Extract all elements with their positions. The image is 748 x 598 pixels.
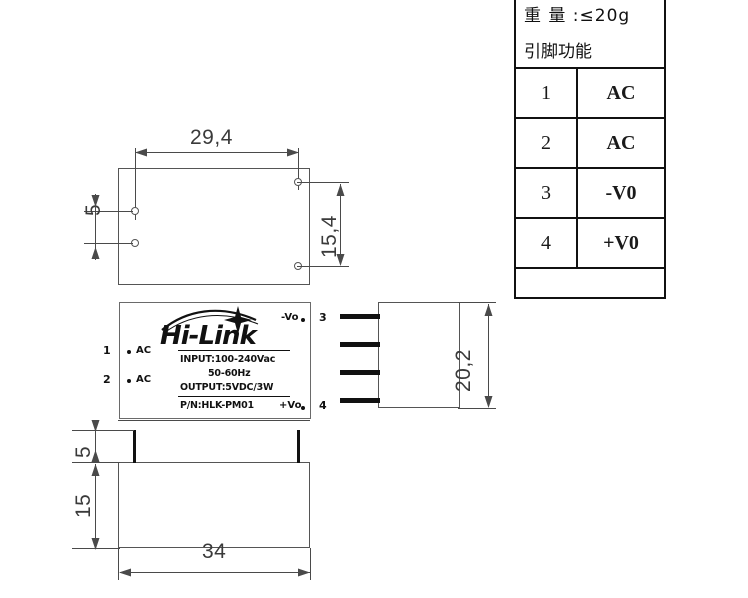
module-front-face xyxy=(119,302,311,419)
side-ext-line-top xyxy=(458,302,496,303)
front-pin-label-1: AC xyxy=(136,345,152,356)
ext-line-left-29-4 xyxy=(135,148,136,220)
table-row: 3 -V0 xyxy=(516,169,664,219)
bottom-view-pin-right xyxy=(297,430,300,463)
cell-pin-number: 1 xyxy=(516,69,578,117)
cell-pin-function: AC xyxy=(606,131,636,154)
weight-label: 重 量 :≤20g xyxy=(524,6,631,26)
bottom-view-body-outline xyxy=(118,462,310,548)
front-pin-label-4: +Vo xyxy=(279,400,302,411)
front-pin-dot-1 xyxy=(127,350,131,354)
dim-arrow-right-34 xyxy=(298,568,310,577)
side-view-pin-4 xyxy=(340,398,380,403)
pin-function-label: 引脚功能 xyxy=(524,42,592,62)
cell-pin-function: -V0 xyxy=(605,181,637,204)
front-pin-dot-2 xyxy=(127,379,131,383)
dim-arrow-top-5 xyxy=(91,195,100,207)
dim-ext-5-bottom xyxy=(72,462,120,463)
dim-height-15-4: 15,4 xyxy=(318,215,341,258)
side-ext-line-bottom xyxy=(458,408,496,409)
dim-line-15-4 xyxy=(340,184,341,264)
side-view-pin-2 xyxy=(340,342,380,347)
spec-frequency: 50-60Hz xyxy=(208,368,251,379)
leader-line-pin3 xyxy=(297,182,349,183)
table-row: 1 AC xyxy=(516,69,664,119)
leader-line-pin1 xyxy=(84,211,133,212)
table-row-weight: 重 量 :≤20g xyxy=(516,0,664,36)
cell-pin-number: 3 xyxy=(516,169,578,217)
dim-ext-34-right xyxy=(310,548,311,580)
cell-pin-number: 4 xyxy=(516,219,578,267)
part-number: P/N:HLK-PM01 xyxy=(180,400,254,411)
dim-line-5 xyxy=(95,194,96,260)
dim-ext-34-left xyxy=(118,548,119,580)
dim-arrow-right-29-4 xyxy=(287,148,299,157)
leader-line-pin4 xyxy=(297,266,349,267)
dim-line-15 xyxy=(95,464,96,548)
front-pin-label-3: -Vo xyxy=(281,312,299,323)
hi-link-logo: Hi-Link xyxy=(158,304,276,351)
cell-pin-number: 2 xyxy=(516,119,578,167)
dim-line-5-bottom-view xyxy=(95,420,96,462)
front-pin-number-3: 3 xyxy=(319,311,327,324)
dim-width-34: 34 xyxy=(202,540,227,563)
top-view-body-outline xyxy=(118,168,310,285)
side-view-body-outline xyxy=(378,302,460,408)
top-view: 29,4 5 15,4 xyxy=(0,0,400,300)
spec-input: INPUT:100-240Vac xyxy=(180,354,276,365)
dim-line-20-2 xyxy=(488,304,489,406)
dim-ext-5-top xyxy=(72,430,134,431)
cell-pin-function: +V0 xyxy=(603,231,639,254)
side-view-pin-3 xyxy=(340,370,380,375)
dim-body-height-15: 15 xyxy=(72,493,95,518)
dim-arrow-left-29-4 xyxy=(135,148,147,157)
dim-arrow-bottom-5 xyxy=(91,247,100,259)
leader-line-pin2 xyxy=(84,243,133,244)
front-pin-number-2: 2 xyxy=(103,373,111,386)
dim-line-34 xyxy=(120,572,310,573)
dim-arrow-bottom-20-2 xyxy=(484,396,493,408)
front-pin-number-1: 1 xyxy=(103,344,111,357)
pin-function-table: 重 量 :≤20g 引脚功能 1 AC 2 AC 3 -V0 4 +V0 xyxy=(514,0,666,299)
dim-arrow-bottom-5-bottom-view xyxy=(91,450,100,462)
dim-arrow-left-34 xyxy=(119,568,131,577)
front-pin-number-4: 4 xyxy=(319,399,327,412)
table-row: 4 +V0 xyxy=(516,219,664,269)
dim-line-29-4 xyxy=(136,152,299,153)
ext-line-right-29-4 xyxy=(298,148,299,190)
spec-output: OUTPUT:5VDC/3W xyxy=(180,382,274,393)
table-row-blank xyxy=(516,269,664,297)
dim-arrow-bottom-15 xyxy=(91,538,100,550)
dim-width-29-4: 29,4 xyxy=(190,126,233,149)
dim-arrow-top-5-bottom-view xyxy=(91,420,100,432)
side-view: 20,2 xyxy=(340,290,500,430)
bottom-front-view: 5 15 34 xyxy=(0,420,400,598)
bottom-view-reference-line xyxy=(118,420,310,421)
front-pin-label-2: AC xyxy=(136,374,152,385)
hi-link-wordmark: Hi-Link xyxy=(160,321,258,348)
side-view-pin-1 xyxy=(340,314,380,319)
front-pin-dot-3 xyxy=(301,318,305,322)
dim-arrow-top-15 xyxy=(91,464,100,476)
table-row: 2 AC xyxy=(516,119,664,169)
label-divider-bottom xyxy=(178,396,290,398)
label-divider-top xyxy=(178,350,290,352)
dim-arrow-top-15-4 xyxy=(336,184,345,196)
dim-arrow-bottom-15-4 xyxy=(336,254,345,266)
table-row-function-header: 引脚功能 xyxy=(516,36,664,69)
dim-arrow-top-20-2 xyxy=(484,304,493,316)
dim-height-20-2: 20,2 xyxy=(452,349,475,392)
front-pin-dot-4 xyxy=(301,406,305,410)
cell-pin-function: AC xyxy=(606,81,636,104)
bottom-view-pin-left xyxy=(133,430,136,463)
